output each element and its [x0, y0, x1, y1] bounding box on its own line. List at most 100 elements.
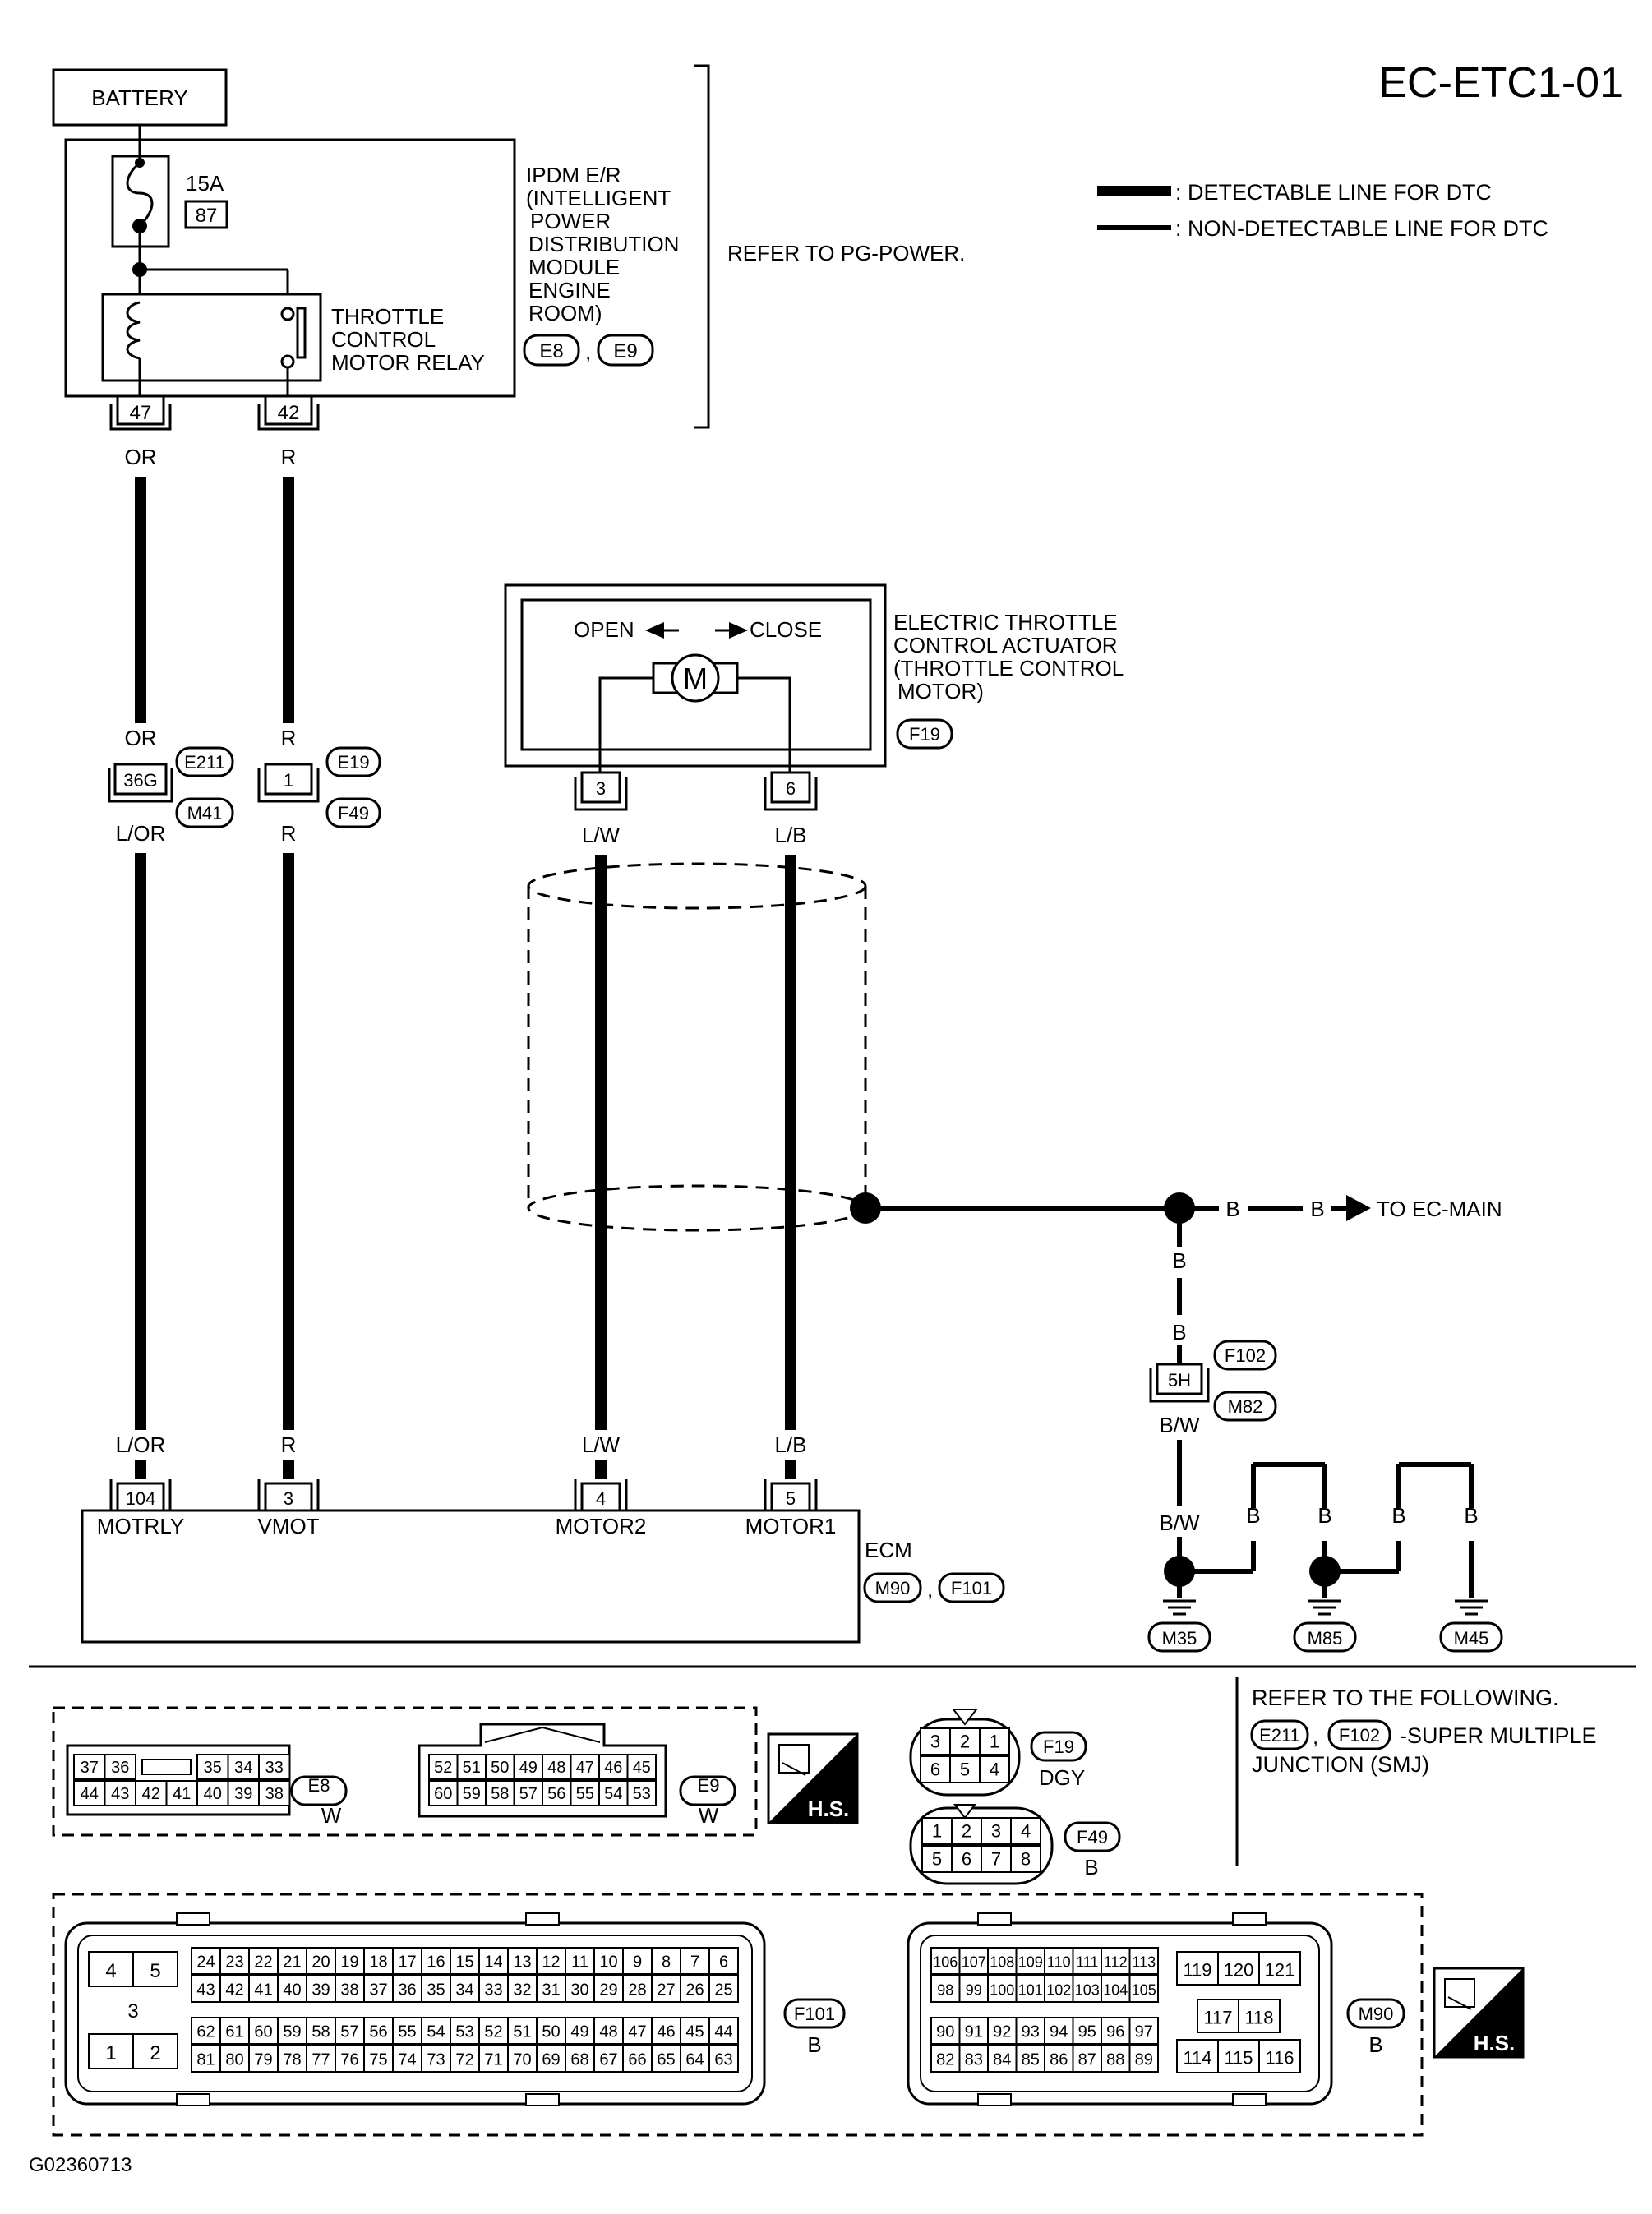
fuse-amp: 15A [186, 171, 224, 196]
f101-pin: 43 [196, 1981, 215, 2000]
ipdm-label-2: (INTELLIGENT [526, 186, 671, 210]
f101-pin: 49 [570, 2023, 588, 2041]
f101-pin: 24 [196, 1953, 215, 1972]
e9-pin: 50 [491, 1759, 509, 1777]
e9-pin: 46 [604, 1759, 622, 1777]
ecm-name-vmot: VMOT [257, 1514, 319, 1538]
wire-label-lb-low: L/B [774, 1432, 806, 1457]
m90-cell [958, 1975, 989, 2003]
m90-pin: 96 [1106, 2023, 1124, 2041]
wire-label-b-g3: B [1391, 1503, 1405, 1528]
f101-pin: 58 [311, 2023, 330, 2041]
ecm-name-motor1: MOTOR1 [745, 1514, 837, 1538]
f101-cell [219, 2017, 250, 2045]
f101-cell [651, 1947, 681, 1975]
e9-cell [626, 1754, 657, 1780]
ipdm-conn-e9: E9 [613, 340, 637, 362]
m90-cell [1176, 1951, 1219, 1986]
ipdm-pin-42: 42 [278, 402, 300, 424]
e9-cell [513, 1754, 543, 1780]
relay-label-3: MOTOR RELAY [331, 350, 485, 375]
wire-label-r-top: R [281, 445, 297, 469]
f19-cell [979, 1727, 1010, 1755]
wire-label-r-ecm: R [281, 1432, 297, 1457]
e9-cell [542, 1754, 572, 1780]
m90-pin: 113 [1132, 1954, 1156, 1971]
f101-pin: 55 [398, 2023, 416, 2041]
m90-cell [1128, 1947, 1159, 1975]
ecm-pin-104: 104 [126, 1488, 156, 1509]
f101-cell [363, 1947, 394, 1975]
e8-pin: 43 [111, 1785, 129, 1803]
joint-5h-tag-f102: F102 [1225, 1345, 1266, 1366]
ipdm-label-5: MODULE [528, 255, 620, 279]
m90-pin: 85 [1022, 2051, 1040, 2069]
m90-cell [1044, 2017, 1074, 2045]
f101-pin: 4 [105, 1960, 116, 1982]
f101-pin: 28 [628, 1981, 646, 2000]
f101-pin: 27 [657, 1981, 675, 2000]
f101-cell [88, 2033, 134, 2069]
f101-pin: 45 [685, 2023, 704, 2041]
ipdm-label-4: DISTRIBUTION [528, 232, 679, 256]
f101-cell [565, 2045, 595, 2073]
m90-cell [1015, 1975, 1045, 2003]
m90-cell [1197, 1999, 1239, 2033]
m90-cell [1015, 1947, 1045, 1975]
f101-cell [363, 2045, 394, 2073]
e9-cell [456, 1780, 487, 1806]
actuator-conn-f19: F19 [909, 724, 940, 745]
f101-cell [536, 2045, 566, 2073]
e9-pin: 55 [576, 1785, 594, 1803]
actuator-label-4: MOTOR) [898, 679, 984, 703]
f101-cell [651, 1975, 681, 2003]
refer-pg-power: REFER TO PG-POWER. [727, 241, 965, 265]
m90-pin: 103 [1075, 1982, 1100, 1999]
wire-label-lb-top: L/B [774, 823, 806, 847]
f101-pin: 69 [542, 2051, 560, 2069]
f49-cell [981, 1817, 1012, 1845]
f101-pin: 12 [542, 1953, 560, 1972]
legend-non-detectable: : NON-DETECTABLE LINE FOR DTC [1175, 216, 1548, 241]
wire-label-bw-1: B/W [1159, 1413, 1200, 1437]
f101-cell [248, 1975, 279, 2003]
joint-36g-tag-m41: M41 [187, 803, 223, 823]
f101-pin: 1 [105, 2042, 116, 2064]
f101-pin: 68 [570, 2051, 588, 2069]
wire-label-lor-low: L/OR [116, 1432, 166, 1457]
m90-cell [1015, 2017, 1045, 2045]
e9-cell [428, 1754, 459, 1780]
f101-cell [536, 1947, 566, 1975]
m90-pin: 102 [1046, 1982, 1071, 1999]
joint-1-tag-f49: F49 [338, 803, 369, 823]
m90-cell [1128, 1975, 1159, 2003]
e8-cell [73, 1754, 106, 1780]
f101-pin: 5 [150, 1960, 160, 1982]
ecm-pin-4: 4 [596, 1488, 606, 1509]
f101-pin: 57 [340, 2023, 358, 2041]
e8-pin: 41 [173, 1785, 191, 1803]
f101-cell [478, 2017, 509, 2045]
f101-pin: 78 [283, 2051, 301, 2069]
battery-box [52, 68, 228, 127]
ecm-name-motrly: MOTRLY [97, 1514, 184, 1538]
m90-pin: 106 [933, 1954, 958, 1971]
m90-pin: 100 [990, 1982, 1014, 1999]
f101-cell [248, 2017, 279, 2045]
f101-pin: 3 [127, 2000, 138, 2023]
hs-icon-1: H.S. [767, 1732, 859, 1824]
f49-pin: 6 [962, 1849, 971, 1870]
e9-pin: 48 [547, 1759, 565, 1777]
e9-cell [570, 1754, 600, 1780]
battery-label: BATTERY [91, 85, 188, 110]
e9-pin: 54 [604, 1785, 622, 1803]
actuator-pin-3: 3 [596, 778, 606, 799]
f101-cell [680, 1975, 710, 2003]
ground-icon-m45 [1455, 1599, 1488, 1616]
m90-cell [1015, 2045, 1045, 2073]
wire-label-b-g2: B [1317, 1503, 1331, 1528]
m90-color: B [1368, 2032, 1382, 2057]
f101-cell [392, 1975, 422, 2003]
f101-cell [421, 1975, 451, 2003]
